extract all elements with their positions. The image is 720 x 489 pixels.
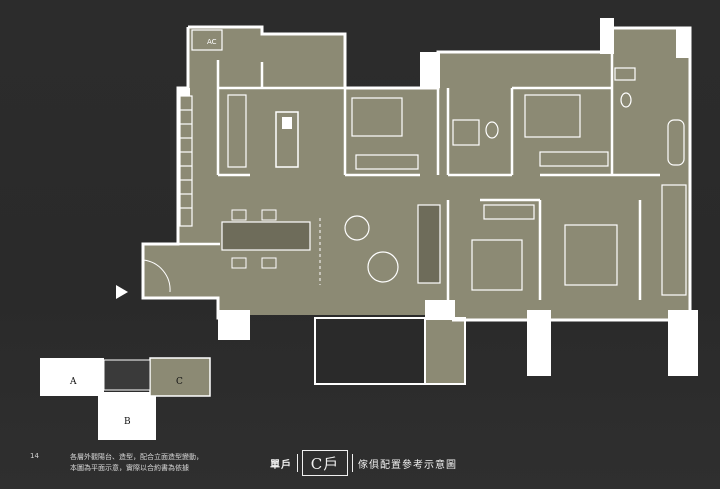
disclaimer-note: 各層外觀陽台、造型，配合立面造型變動， 本圖為平面示意，實際以合約書為依據 <box>70 452 203 474</box>
key-label-a: A <box>69 377 77 387</box>
key-plan: A B C <box>40 357 211 440</box>
title-caption: 傢俱配置參考示意圖 <box>358 459 457 471</box>
unit-badge: C戶 <box>297 450 353 476</box>
key-label-b: B <box>124 417 131 427</box>
disclaimer-line-1: 各層外觀陽台、造型，配合立面造型變動， <box>70 453 203 461</box>
title-type-label: 單戶 <box>270 459 292 471</box>
interior-walls <box>178 52 660 300</box>
disclaimer-line-2: 本圖為平面示意，實際以合約書為依據 <box>70 464 189 472</box>
key-label-c: C <box>176 377 183 387</box>
entry-marker <box>116 259 171 299</box>
floor-area <box>143 27 690 320</box>
kitchen-cabinets <box>179 29 247 227</box>
title-block: 單戶 C戶 傢俱配置參考示意圖 <box>270 448 457 478</box>
page-number: 14 <box>30 452 39 460</box>
unit-name: C戶 <box>310 454 340 473</box>
living-furniture <box>319 204 441 285</box>
kitchen-island <box>275 111 299 168</box>
key-unit-a <box>40 358 104 396</box>
bedrooms <box>351 94 687 296</box>
island-sink <box>282 117 292 129</box>
key-unit-b <box>98 392 156 440</box>
ac-label: AC <box>207 38 217 46</box>
dining-set <box>221 209 311 269</box>
balcony-left <box>314 317 426 385</box>
balcony-right <box>424 317 466 385</box>
bathrooms <box>452 67 685 166</box>
structural-columns <box>178 18 698 376</box>
key-unit-c <box>149 357 211 397</box>
